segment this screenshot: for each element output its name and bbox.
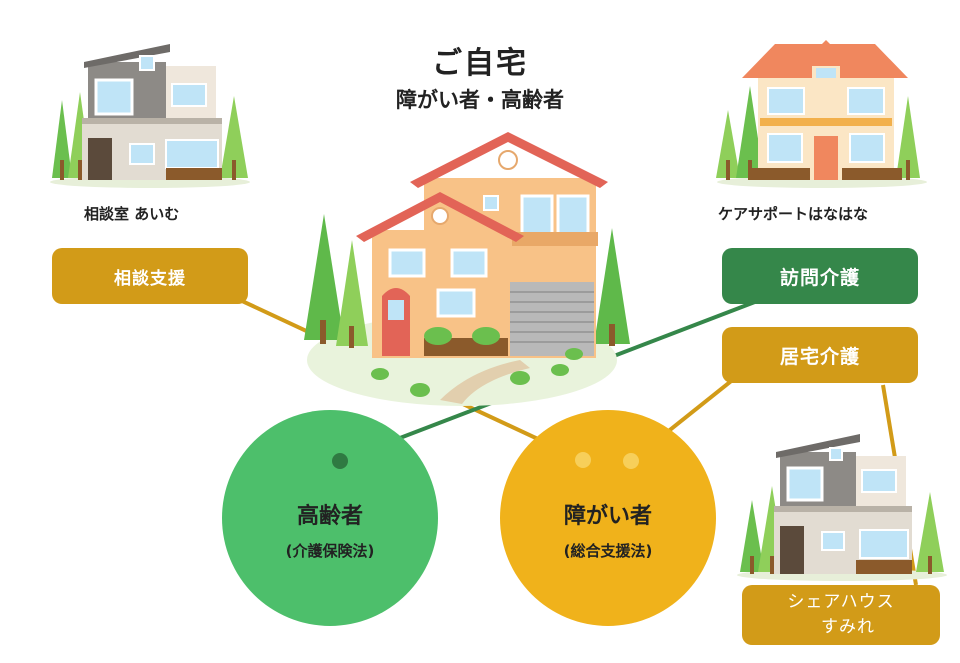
elderly-title: 高齢者 xyxy=(296,503,363,529)
home-care-badge: 居宅介護 xyxy=(722,327,918,383)
care-support-label: ケアサポートはなはな xyxy=(718,205,869,223)
disabled-title: 障がい者 xyxy=(563,503,652,529)
consult-office-house-illustration xyxy=(50,44,250,188)
home-title: ご自宅 xyxy=(432,46,528,81)
disabled-law: (総合支援法) xyxy=(563,541,653,560)
share-house-badge: シェアハウス すみれ xyxy=(742,585,940,645)
elderly-circle-label: 高齢者 (介護保険法) xyxy=(222,410,438,626)
disabled-circle-label: 障がい者 (総合支援法) xyxy=(500,410,716,626)
consult-office-label: 相談室 あいむ xyxy=(84,205,180,223)
consult-support-badge: 相談支援 xyxy=(52,248,248,304)
home-visit-care-badge: 訪問介護 xyxy=(722,248,918,304)
connector-dot-elderly xyxy=(332,453,348,469)
elderly-law: (介護保険法) xyxy=(285,541,375,560)
share-house-line1: シェアハウス xyxy=(787,592,895,612)
share-house-line2: すみれ xyxy=(821,617,875,637)
disabled-circle xyxy=(500,410,716,626)
connector-dot-disabled-right xyxy=(623,453,639,469)
care-support-house-illustration xyxy=(716,40,927,188)
elderly-circle xyxy=(222,410,438,626)
home-house-illustration xyxy=(304,132,630,406)
share-house-illustration xyxy=(737,434,947,581)
connector-dot-disabled-left xyxy=(575,452,591,468)
home-subtitle: 障がい者・高齢者 xyxy=(396,88,564,112)
